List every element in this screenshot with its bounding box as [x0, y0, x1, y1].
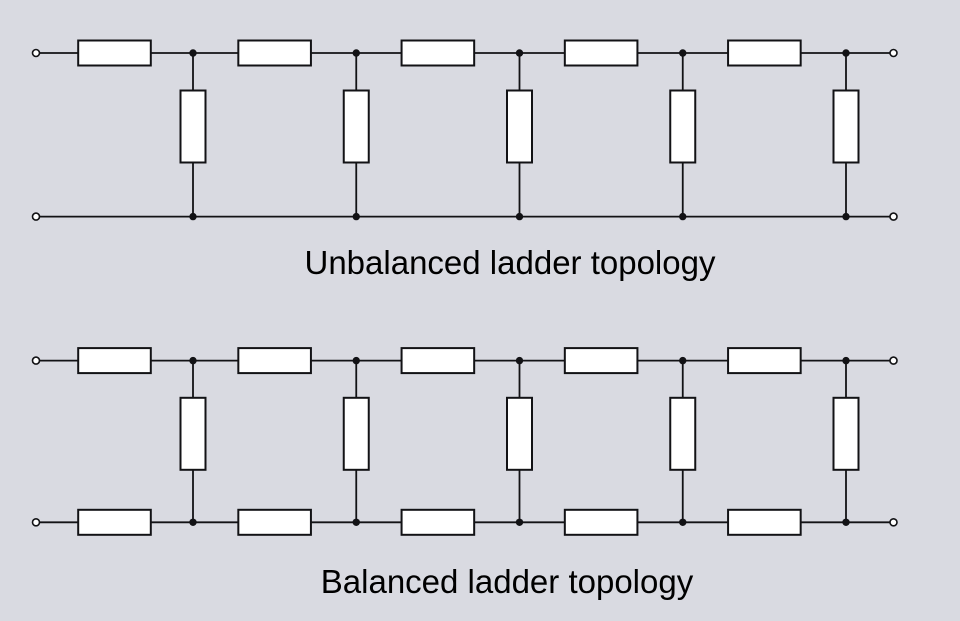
junction-dot [842, 212, 850, 221]
terminal [889, 212, 898, 221]
terminal [889, 48, 898, 58]
junction-dot [189, 49, 197, 57]
terminal [31, 48, 41, 58]
junction-dot [189, 212, 197, 221]
junction-dot [842, 518, 850, 526]
junction-dot [352, 518, 360, 526]
junction-dot [679, 212, 687, 221]
shunt-resistor [669, 89, 697, 164]
series-resistor [727, 39, 802, 67]
series-resistor [563, 508, 639, 536]
series-resistor [77, 347, 152, 375]
series-resistor [237, 39, 312, 67]
series-resistor [727, 508, 802, 536]
terminal [889, 356, 898, 365]
junction-dot [842, 49, 850, 57]
junction-dot [679, 49, 687, 57]
series-resistor [237, 508, 312, 536]
series-resistor [563, 39, 639, 67]
series-resistor [400, 508, 476, 536]
junction-dot [189, 518, 197, 526]
series-resistor [237, 347, 312, 375]
junction-dot [679, 518, 687, 526]
junction-dot [352, 212, 360, 221]
shunt-resistor [669, 396, 697, 471]
shunt-resistor [342, 396, 370, 471]
shunt-resistor [506, 89, 533, 164]
junction-dot [515, 212, 524, 221]
series-resistor [77, 508, 152, 536]
junction-dot [352, 356, 360, 365]
junction-dot [189, 356, 197, 365]
series-resistor [77, 39, 152, 67]
terminal [31, 517, 41, 527]
terminal [31, 356, 41, 365]
series-resistor [563, 347, 639, 375]
series-resistor [400, 347, 476, 375]
junction-dot [515, 356, 524, 365]
shunt-resistor [179, 89, 207, 164]
balanced-diagram-title: Balanced ladder topology [320, 563, 694, 600]
junction-dot [352, 49, 360, 57]
junction-dot [515, 49, 524, 57]
terminal [31, 212, 41, 221]
series-resistor [400, 39, 476, 67]
shunt-resistor [832, 396, 860, 471]
unbalanced-diagram-title: Unbalanced ladder topology [304, 244, 716, 281]
shunt-resistor [342, 89, 370, 164]
balanced-ladder-diagram [31, 347, 898, 536]
junction-dot [515, 518, 524, 526]
junction-dot [679, 356, 687, 365]
shunt-resistor [179, 396, 207, 471]
series-resistor [727, 347, 802, 375]
unbalanced-ladder-diagram [31, 39, 898, 221]
terminal [889, 517, 898, 527]
shunt-resistor [506, 396, 533, 471]
shunt-resistor [832, 89, 860, 164]
junction-dot [842, 356, 850, 365]
